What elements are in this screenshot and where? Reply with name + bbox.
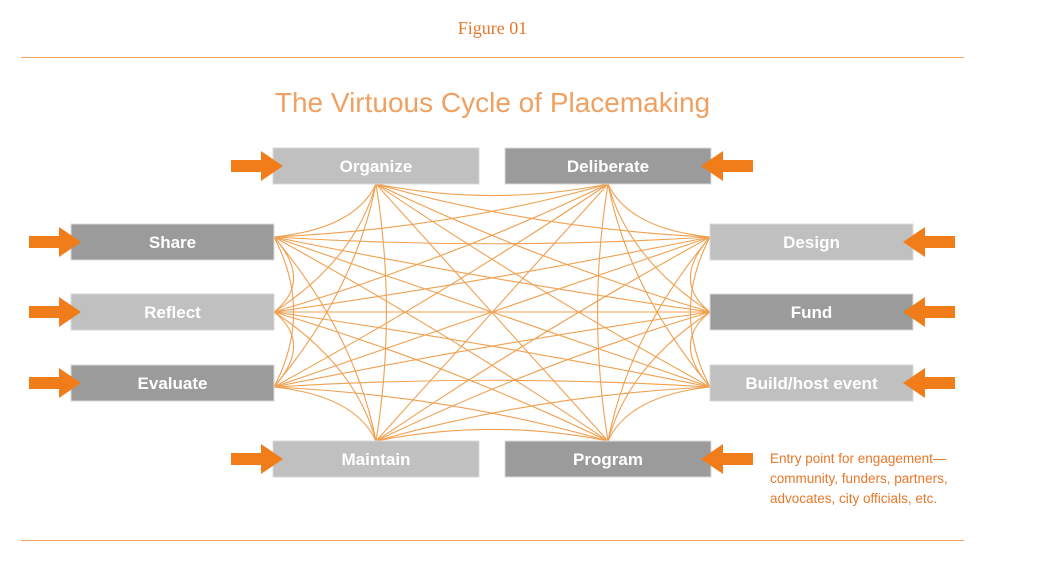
node-label: Fund (791, 303, 833, 322)
connection-line (607, 386, 711, 442)
node-label: Share (149, 233, 196, 252)
entry-arrow-icon (29, 297, 81, 327)
connection-line (375, 428, 609, 442)
connection-line (375, 183, 609, 197)
entry-arrow-icon (29, 227, 81, 257)
node-box (70, 223, 275, 261)
entry-arrow-icon (231, 444, 283, 474)
node-label: Design (783, 233, 840, 252)
entry-arrow-icon (701, 444, 753, 474)
node-box (504, 147, 712, 185)
top-divider (21, 57, 964, 58)
connection-line (273, 311, 377, 442)
node-box (272, 147, 480, 185)
node-fund: Fund (709, 293, 914, 331)
connection-line (607, 183, 711, 238)
node-share: Share (70, 223, 275, 261)
connection-line (273, 236, 609, 442)
connection-line (273, 386, 377, 442)
node-program: Program (504, 440, 712, 478)
connection-line (607, 183, 711, 313)
node-box (709, 223, 914, 261)
connection-line (273, 183, 377, 238)
connection-line (273, 311, 711, 388)
diagram-title: The Virtuous Cycle of Placemaking (274, 87, 711, 118)
entry-arrows (29, 151, 955, 474)
connection-line (607, 183, 711, 388)
connection-line (273, 183, 377, 313)
node-maintain: Maintain (272, 440, 480, 478)
node-build: Build/host event (709, 364, 914, 402)
node-label: Organize (340, 157, 413, 176)
connection-line (273, 236, 711, 313)
connection-line (273, 311, 295, 388)
connection-line (689, 311, 711, 388)
node-reflect: Reflect (70, 293, 275, 331)
entry-arrow-icon (903, 368, 955, 398)
bottom-divider (21, 540, 964, 541)
connection-line (607, 311, 711, 442)
node-label: Evaluate (138, 374, 208, 393)
node-deliberate: Deliberate (504, 147, 712, 185)
node-design: Design (709, 223, 914, 261)
entry-arrow-icon (29, 368, 81, 398)
connection-line (273, 311, 609, 442)
entry-arrow-icon (231, 151, 283, 181)
connection-line (375, 386, 711, 442)
connection-line (273, 183, 609, 388)
connection-line (273, 236, 711, 313)
connection-line (375, 183, 711, 313)
connection-line (607, 236, 711, 442)
node-organize: Organize (272, 147, 480, 185)
connection-line (375, 183, 711, 238)
connection-line (273, 379, 711, 388)
entry-arrow-icon (903, 227, 955, 257)
connection-line (375, 183, 711, 388)
entry-arrow-icon (701, 151, 753, 181)
node-label: Program (573, 450, 643, 469)
node-box (272, 440, 480, 478)
node-label: Reflect (144, 303, 201, 322)
node-label: Build/host event (745, 374, 878, 393)
entry-arrow-icon (903, 297, 955, 327)
connection-line (273, 183, 609, 313)
node-label: Deliberate (567, 157, 649, 176)
node-box (70, 364, 275, 402)
node-evaluate: Evaluate (70, 364, 275, 402)
connection-line (375, 236, 711, 442)
node-box (70, 293, 275, 331)
connection-line (273, 236, 711, 245)
figure-label: Figure 01 (457, 18, 528, 38)
node-label: Maintain (342, 450, 411, 469)
node-box (504, 440, 712, 478)
connection-line (273, 311, 711, 388)
entry-point-note: Entry point for engagement—community, fu… (770, 451, 948, 506)
connection-line (375, 311, 711, 442)
connection-line (273, 386, 609, 442)
connection-line (273, 183, 377, 388)
connection-lines (273, 183, 711, 442)
connection-line (273, 236, 377, 442)
connection-line (273, 183, 609, 238)
